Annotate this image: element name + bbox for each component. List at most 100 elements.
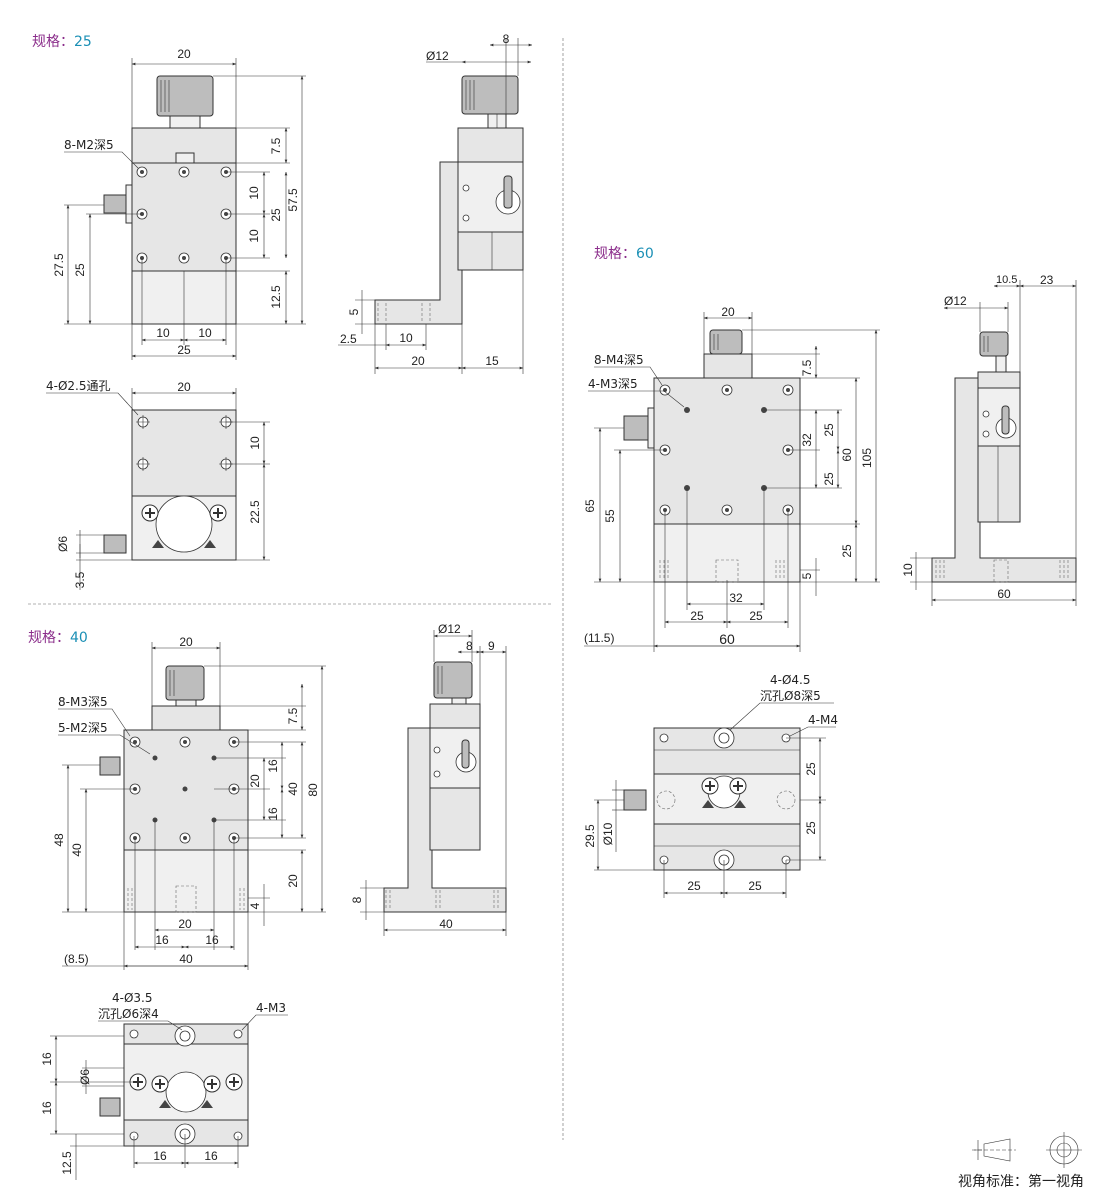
dim-text: 25	[804, 821, 818, 835]
dim-text: 32	[800, 433, 814, 447]
dim-text: 3.5	[73, 571, 87, 588]
dim-text: 8	[466, 639, 473, 653]
dim-text: 10	[399, 331, 413, 345]
dim-text: 7.5	[800, 359, 814, 376]
hole-callout: 沉孔Ø6深4	[98, 1007, 159, 1021]
dim-text: 40	[286, 782, 300, 796]
dim-text: 25	[690, 609, 704, 623]
dim-text: 22.5	[248, 500, 262, 524]
projection-label: 视角标准：第一视角	[958, 1173, 1084, 1190]
dim-text: 23	[1040, 273, 1054, 287]
dim-text: 10	[248, 436, 262, 450]
knob-icon	[461, 75, 519, 115]
dim-text: 60	[719, 631, 735, 647]
spec-40-bottom-view: 4-Ø3.5 沉孔Ø6深4 4-M3 16 Ø6 16 12.5 16 16	[40, 991, 288, 1180]
dim-text: 40	[70, 843, 84, 857]
dim-text: 20	[411, 354, 425, 368]
hole-callout: 4-Ø4.5	[770, 673, 811, 687]
knob-icon	[156, 75, 214, 117]
lock-screw-icon	[103, 534, 127, 554]
dim-text: 57.5	[286, 188, 300, 212]
dim-text: 40	[439, 917, 453, 931]
hole-callout: 8-M4深5	[594, 353, 644, 367]
top-plate	[131, 409, 237, 497]
dim-text: 7.5	[286, 707, 300, 724]
dim-text: 105	[860, 448, 874, 468]
dim-text: 5	[347, 308, 361, 315]
dim-text: 9	[488, 639, 495, 653]
dim-text: 55	[603, 509, 617, 523]
spec-25-section: 规格：25 20	[32, 32, 533, 590]
spec-40-side-view: Ø12 8 9 8 40	[350, 622, 507, 936]
dim-text: 20	[177, 380, 191, 394]
spec-60-front-view: 8-M4深5 4-M3深5 20 7.5 25 32 25 60 105	[583, 305, 880, 652]
dim-text: 10	[901, 563, 915, 577]
dim-text: 80	[306, 783, 320, 797]
dim-text: 16	[204, 1149, 218, 1163]
dim-text: 20	[179, 635, 193, 649]
carriage-table	[653, 377, 801, 525]
dim-text: 16	[266, 759, 280, 773]
dim-text: 25	[749, 609, 763, 623]
dim-text: 25	[804, 762, 818, 776]
dim-text: 16	[153, 1149, 167, 1163]
dim-text: 40	[179, 952, 193, 966]
spec-40-section: 规格：40 8-M3深5	[28, 622, 507, 1180]
lock-screw-icon	[623, 415, 649, 441]
dim-text: 25	[840, 544, 854, 558]
hole-callout: 5-M2深5	[58, 721, 108, 735]
dim-text: 10.5	[996, 274, 1017, 286]
center-bore-icon	[165, 1071, 207, 1113]
dim-text: 20	[286, 874, 300, 888]
dim-text: (11.5)	[584, 631, 614, 645]
spec-25-value: 25	[74, 34, 92, 50]
dim-text: 16	[40, 1052, 54, 1066]
dim-text: 25	[73, 263, 87, 277]
spec-label: 规格：	[28, 630, 70, 646]
spec-60-section: 规格：60 8-M4深5 4-M3深5	[583, 246, 1077, 898]
hole-callout: 4-M3深5	[588, 377, 638, 391]
dim-text: 20	[178, 917, 192, 931]
dim-text: 10	[198, 326, 212, 340]
dim-text: 25	[822, 472, 836, 486]
lock-plate	[977, 387, 1021, 447]
knob-icon	[165, 665, 205, 701]
dim-text: 8	[350, 896, 364, 903]
dim-text: 7.5	[269, 137, 283, 154]
dim-text: 25	[822, 423, 836, 437]
hole-callout: 8-M3深5	[58, 695, 108, 709]
dim-text: 10	[156, 326, 170, 340]
dim-text: Ø6	[78, 1069, 92, 1085]
dim-text: 60	[997, 587, 1011, 601]
lock-screw-icon	[623, 789, 647, 811]
center-bore-icon	[155, 495, 213, 553]
dim-text: 25	[269, 208, 283, 222]
lock-screw-icon	[103, 194, 129, 214]
hole-callout: 沉孔Ø8深5	[760, 689, 821, 703]
dim-text: 25	[687, 879, 701, 893]
dim-text: 12.5	[269, 285, 283, 309]
dim-text: 60	[840, 448, 854, 462]
dim-text: 27.5	[52, 253, 66, 277]
spec-40-front-view: 8-M3深5 5-M2深5 20 7.5 16 20 40 16 80	[52, 635, 326, 970]
dim-text: 4	[248, 902, 262, 909]
concentric-circles-icon	[1046, 1132, 1082, 1168]
dim-text: 25	[177, 343, 191, 357]
dim-text: 20	[248, 774, 262, 788]
hole-callout: 4-M3	[256, 1001, 286, 1015]
spec-25-side-view: Ø12 8 5 2.5 10 20 15	[338, 32, 533, 374]
dim-text: 29.5	[583, 824, 597, 848]
spec-40-value: 40	[70, 630, 88, 646]
projection-symbol: 视角标准：第一视角	[958, 1132, 1084, 1190]
dim-text: 25	[748, 879, 762, 893]
knob-icon	[709, 329, 743, 355]
dim-text: 2.5	[340, 332, 357, 346]
dim-text: 12.5	[60, 1151, 74, 1175]
dim-text: (8.5)	[64, 952, 89, 966]
spec-60-bottom-view: 4-Ø4.5 沉孔Ø8深5 4-M4 25 25 29.5 Ø10 25 25	[583, 673, 838, 898]
spec-25-front-view: 20 7.5 57.5 10 25 10 12.5 27.5	[52, 47, 306, 360]
base-block	[653, 523, 801, 583]
dim-text: 16	[155, 933, 169, 947]
spec-60-title: 规格：60	[594, 246, 654, 262]
spec-label: 规格：	[594, 246, 636, 262]
